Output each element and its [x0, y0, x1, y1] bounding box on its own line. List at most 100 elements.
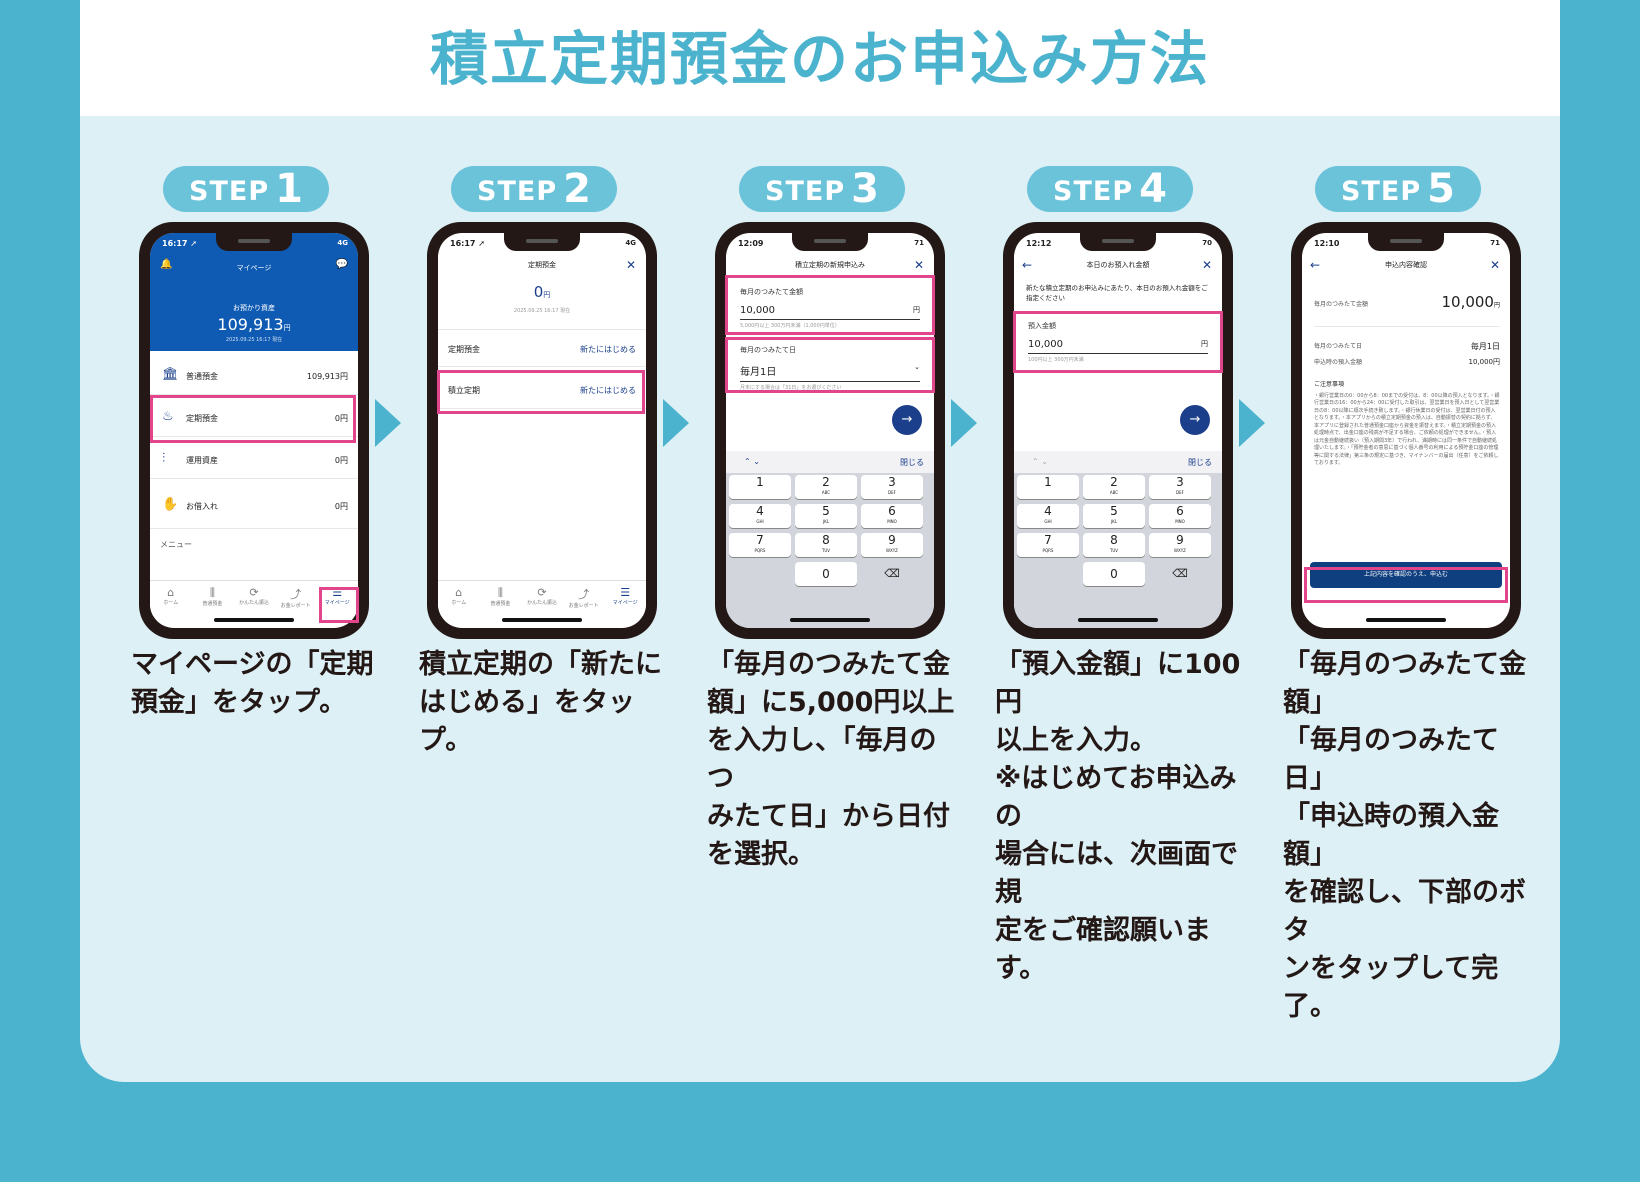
submit-button[interactable]: 上記内容を確認のうえ、申込む: [1310, 562, 1502, 588]
step-caption: 「毎月のつみたて金 額」に5,000円以上 を入力し、「毎月のつ みたて日」から…: [707, 646, 957, 874]
chevron-down-icon[interactable]: ⌄: [914, 363, 920, 371]
chevron-up-down-icon[interactable]: ⌃ ⌄: [744, 457, 760, 466]
tab-transfer[interactable]: ⟳かんたん振込: [233, 581, 275, 616]
trend-icon: ⤴: [290, 588, 302, 601]
close-icon[interactable]: ✕: [625, 258, 636, 272]
close-icon[interactable]: ✕: [913, 258, 924, 272]
keyboard-close-button[interactable]: 閉じる: [900, 458, 924, 467]
deposit-unit: 円: [543, 291, 551, 299]
key-digit: 2: [1110, 475, 1118, 489]
key-digit: 4: [756, 504, 764, 518]
tab-mypage[interactable]: ☰マイページ: [316, 581, 358, 616]
tab-report[interactable]: ⤴お金レポート: [563, 581, 605, 616]
backspace-icon[interactable]: ⌫: [884, 567, 900, 580]
highlight-time-deposit: [150, 395, 356, 443]
tab-home[interactable]: ⌂ホーム: [150, 581, 192, 616]
title-band: 積立定期預金のお申込み方法: [80, 0, 1560, 116]
tab-ordinary-deposit[interactable]: ⫼普通預金: [480, 581, 522, 616]
key-digit: 9: [888, 533, 896, 547]
tab-label: マイページ: [324, 600, 350, 606]
key-0[interactable]: 0: [1083, 562, 1145, 586]
bell-icon[interactable]: 🔔: [160, 259, 173, 270]
caption-line: マイページの「定期: [131, 649, 374, 680]
tab-home[interactable]: ⌂ホーム: [438, 581, 480, 616]
tab-report[interactable]: ⤴お金レポート: [275, 581, 317, 616]
chevron-up-down-icon[interactable]: ⌃ ⌄: [1032, 457, 1048, 466]
close-icon[interactable]: ✕: [1489, 258, 1500, 272]
row-value: 0円: [334, 502, 348, 511]
step-number: 1: [275, 166, 303, 212]
monthly-day-select[interactable]: 毎月のつみたて日 毎月1日⌄ 月末にする場合は「31日」をお選びください: [740, 345, 920, 391]
caption-line: 「毎月のつみたて金: [707, 649, 950, 680]
start-new-link[interactable]: 新たにはじめる: [580, 386, 636, 395]
tab-label: ホーム: [451, 600, 467, 606]
next-button[interactable]: →: [892, 405, 922, 435]
notes-title: ご注意事項: [1314, 381, 1345, 388]
phone-mockup: 16:17 ➚4G 🔔 💬 マイページ お預かり資産 109,913円 2025…: [139, 222, 369, 639]
back-arrow-icon[interactable]: ←: [1022, 258, 1033, 272]
back-arrow-icon[interactable]: ←: [1310, 258, 1321, 272]
tab-ordinary-deposit[interactable]: ⫼普通預金: [192, 581, 234, 616]
keyboard-close-button[interactable]: 閉じる: [1188, 458, 1212, 467]
tab-label: かんたん振込: [526, 600, 557, 606]
chat-icon[interactable]: 💬: [335, 259, 348, 270]
key-1[interactable]: 1: [1017, 475, 1079, 499]
next-button[interactable]: →: [1180, 405, 1210, 435]
bar-chart-icon: ⫼: [209, 586, 215, 599]
assets-value: 109,913: [217, 315, 284, 334]
home-indicator: [214, 618, 294, 622]
step-number: 3: [851, 166, 879, 212]
phone-notch: [1080, 233, 1156, 251]
confirm-unit: 円: [1493, 302, 1500, 309]
tab-mypage[interactable]: ☰マイページ: [604, 581, 646, 616]
key-1[interactable]: 1: [729, 475, 791, 499]
start-new-link[interactable]: 新たにはじめる: [580, 345, 636, 354]
row-label: 普通預金: [186, 372, 218, 381]
screen-header: 定期預金✕: [438, 255, 646, 275]
step-number: 4: [1139, 166, 1167, 212]
close-icon[interactable]: ✕: [1201, 258, 1212, 272]
highlight-installment-row: [437, 370, 645, 414]
piggy-bank-icon: ♨: [162, 409, 174, 424]
key-digit: 1: [756, 475, 764, 489]
caption-line: 預金」をタップ。: [131, 687, 347, 718]
caption-line: はじめる」をタップ。: [419, 687, 635, 756]
status-time: 12:09: [738, 239, 764, 248]
home-icon: ⌂: [167, 586, 175, 599]
tab-label: マイページ: [612, 600, 638, 606]
tab-transfer[interactable]: ⟳かんたん振込: [521, 581, 563, 616]
select-value-box[interactable]: 毎月1日⌄: [740, 363, 920, 382]
backspace-icon[interactable]: ⌫: [1172, 567, 1188, 580]
key-0[interactable]: 0: [795, 562, 857, 586]
caption-line: 「預入金額」に100円: [995, 649, 1241, 718]
tab-bar: ⌂ホーム ⫼普通預金 ⟳かんたん振込 ⤴お金レポート ☰マイページ: [438, 580, 646, 616]
